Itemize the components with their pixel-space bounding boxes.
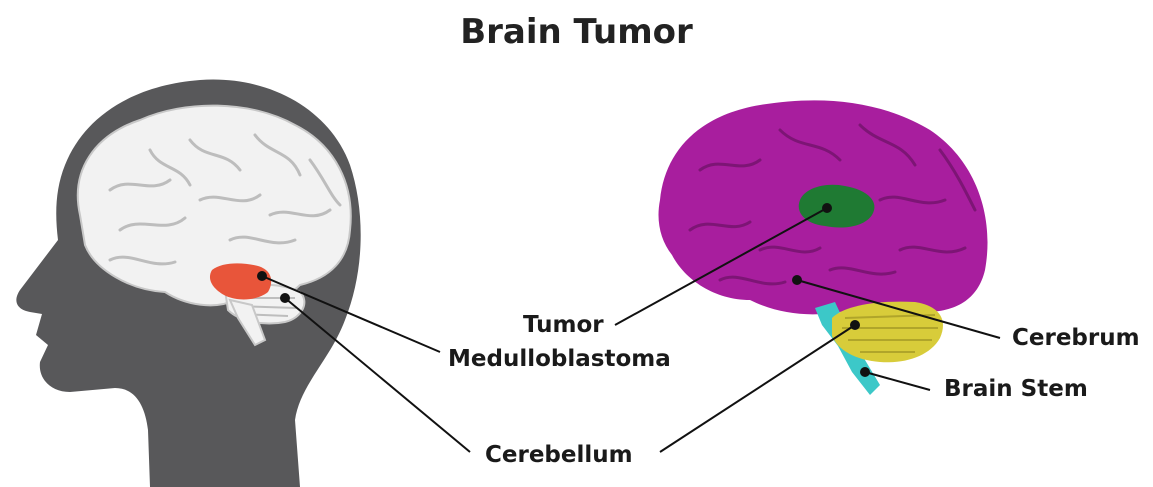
line-cerebellum-right: [660, 325, 855, 452]
dot-medullo: [257, 271, 267, 281]
dot-cerebrum: [792, 275, 802, 285]
label-tumor: Tumor: [523, 314, 604, 337]
dot-brainstem: [860, 367, 870, 377]
label-medulloblastoma: Medulloblastoma: [448, 348, 671, 371]
cerebellum-shape: [832, 302, 943, 363]
label-cerebellum: Cerebellum: [485, 444, 633, 467]
label-cerebrum: Cerebrum: [1012, 327, 1140, 350]
dot-cerebellum-left: [280, 293, 290, 303]
label-brain-stem: Brain Stem: [944, 378, 1088, 401]
dot-tumor-right: [822, 203, 832, 213]
dot-cerebellum-right: [850, 320, 860, 330]
